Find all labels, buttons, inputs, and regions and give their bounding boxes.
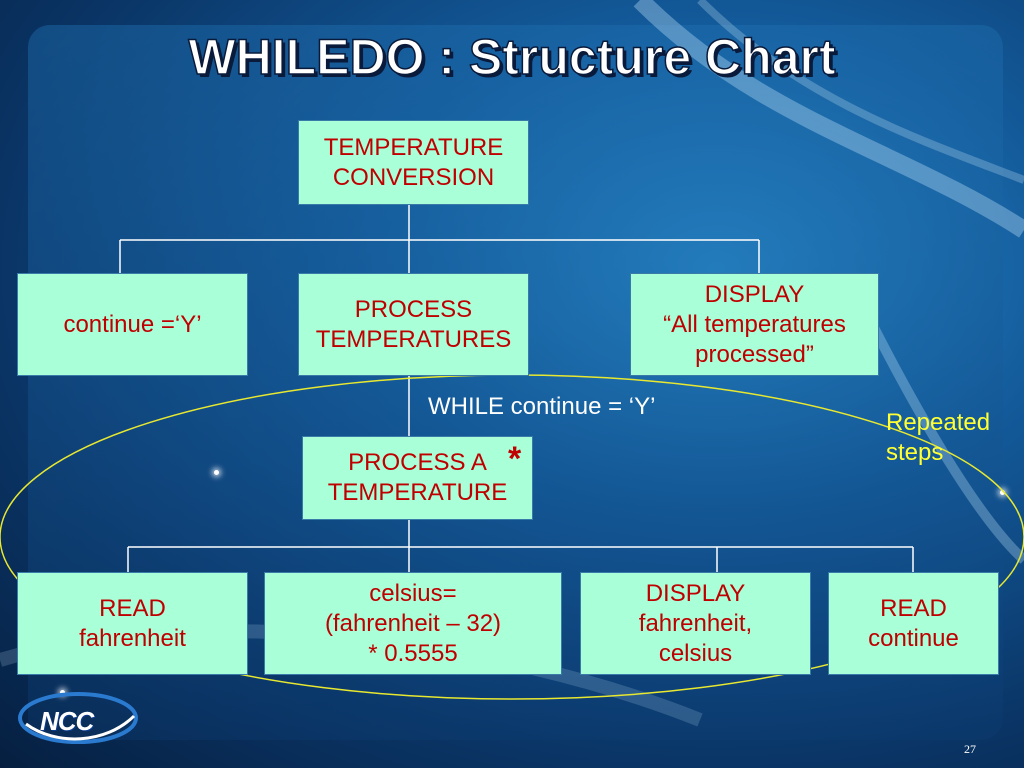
node-process-temperatures: PROCESS TEMPERATURES bbox=[298, 273, 529, 376]
ncc-logo-icon bbox=[18, 692, 138, 744]
logo-text: NCC bbox=[40, 706, 94, 736]
node-read-fahrenheit: READ fahrenheit bbox=[17, 572, 248, 675]
node-continue-init: continue =‘Y’ bbox=[17, 273, 248, 376]
node-display-all-processed: DISPLAY “All temperatures processed” bbox=[630, 273, 879, 376]
slide-title: WHILEDO : Structure Chart bbox=[188, 28, 837, 86]
node-read-continue: READ continue bbox=[828, 572, 999, 675]
iteration-marker: * bbox=[508, 440, 522, 478]
while-condition-label: WHILE continue = ‘Y’ bbox=[428, 393, 656, 420]
node-celsius-formula: celsius= (fahrenheit – 32) * 0.5555 bbox=[264, 572, 562, 675]
node-process-a-temperature: PROCESS A TEMPERATURE bbox=[302, 436, 533, 520]
node-display-fahrenheit-celsius: DISPLAY fahrenheit, celsius bbox=[580, 572, 811, 675]
root-node-temperature-conversion: TEMPERATURE CONVERSION bbox=[298, 120, 529, 205]
page-number: 27 bbox=[964, 742, 976, 756]
sparkle bbox=[60, 690, 65, 695]
repeated-steps-annotation: Repeated steps bbox=[886, 409, 991, 466]
sparkle bbox=[214, 470, 219, 475]
sparkle bbox=[1000, 490, 1005, 495]
